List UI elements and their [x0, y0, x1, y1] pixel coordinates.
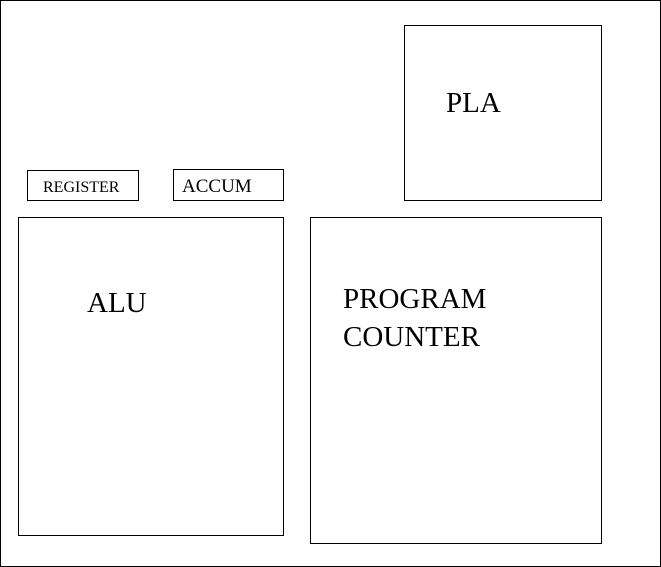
accum-label: ACCUM: [182, 176, 252, 197]
pla-label: PLA: [446, 87, 501, 119]
accum-block: ACCUM: [173, 169, 284, 201]
program-counter-label-line1: PROGRAM: [343, 283, 487, 315]
alu-block: ALU: [18, 217, 284, 536]
program-counter-block: PROGRAM COUNTER: [310, 217, 602, 544]
register-label: REGISTER: [43, 179, 120, 196]
register-block: REGISTER: [27, 170, 139, 201]
program-counter-label: PROGRAM COUNTER: [343, 280, 486, 356]
program-counter-label-line2: COUNTER: [343, 321, 480, 353]
pla-block: PLA: [404, 25, 602, 201]
alu-label: ALU: [87, 287, 147, 319]
